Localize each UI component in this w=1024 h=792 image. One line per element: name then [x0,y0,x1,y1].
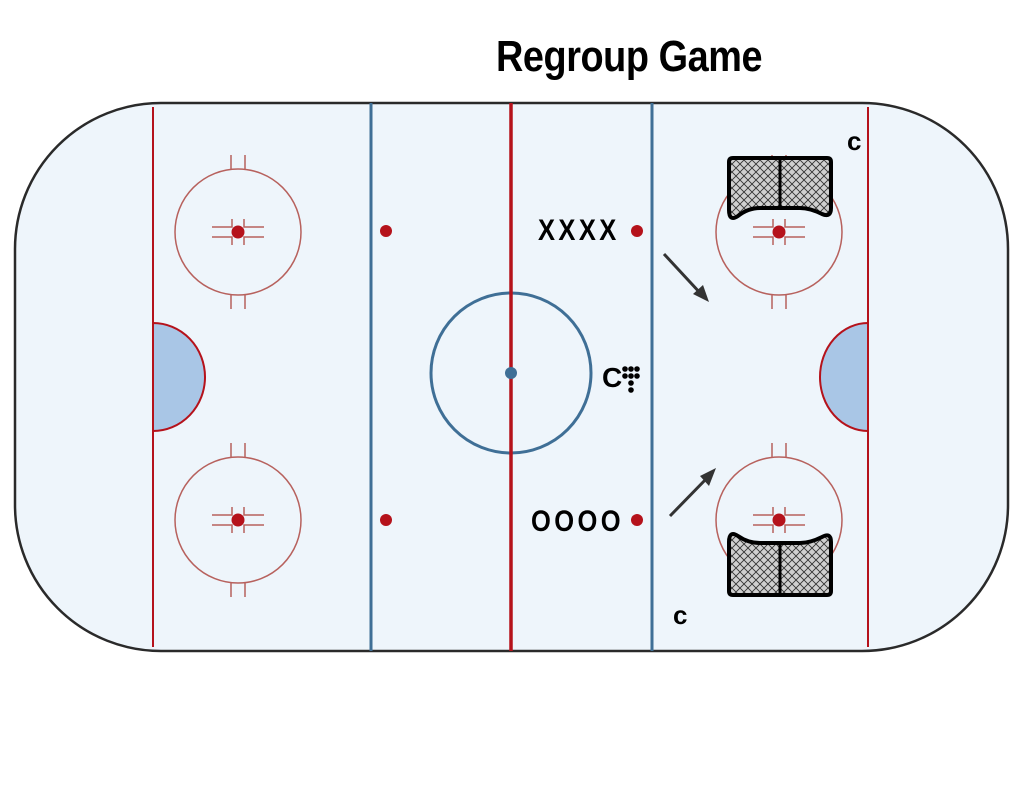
puck-cluster-icon [622,366,640,393]
goal-crease-left [152,321,206,433]
faceoff-circle-left-bottom [174,443,302,597]
faceoff-dot [380,514,392,526]
diagram-title: Regroup Game [496,32,763,81]
hockey-net-icon [727,156,833,220]
faceoff-dot [631,514,643,526]
coach-top: c [847,126,862,156]
faceoff-dot [631,225,643,237]
goal-crease-right [819,321,869,433]
hockey-net-icon [727,532,833,597]
arrow-icon [668,468,716,518]
faceoff-circle-left-top [174,155,302,309]
arrow-icon [662,252,709,302]
team-x-players: XXXX [538,214,620,247]
team-o-players: OOOO [531,505,624,538]
center-ice-dot [505,367,517,379]
coach-center: C [602,362,623,393]
faceoff-dot [380,225,392,237]
coach-bottom: c [673,600,688,630]
